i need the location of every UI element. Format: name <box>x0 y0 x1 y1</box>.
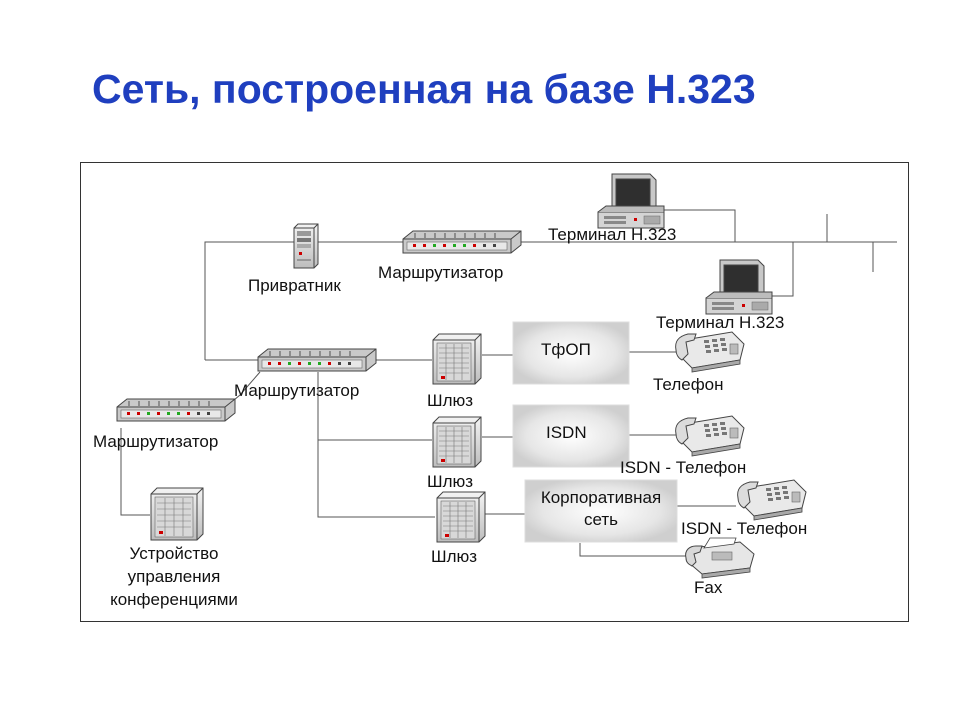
cloud-isdn-label: ISDN <box>546 423 587 442</box>
fax-label: Fax <box>694 578 723 597</box>
cloud-corporate-label-line-2: сеть <box>583 510 619 529</box>
diagram-frame <box>80 162 909 622</box>
gateway-2-label: Шлюз <box>427 472 474 491</box>
cloud-corporate <box>524 479 678 543</box>
fax-icon <box>685 537 755 579</box>
mcu-label: Устройство управления конференциями <box>94 542 254 611</box>
cloud-corporate-label-line-1: Корпоративная <box>540 488 662 507</box>
cloud-corporate-label: Корпоративная сеть <box>525 487 677 531</box>
router-top-label: Маршрутизатор <box>378 263 504 282</box>
gateway-3-label: Шлюз <box>431 547 478 566</box>
isdn-phone-1-label: ISDN - Телефон <box>620 458 747 477</box>
mcu-label-line-1: Устройство <box>129 544 219 563</box>
terminal-1-label: Терминал H.323 <box>548 225 677 244</box>
cloud-pstn-label: ТфОП <box>541 340 591 359</box>
slide-title: Сеть, построенная на базе H.323 <box>92 66 756 112</box>
gatekeeper-label: Привратник <box>248 276 341 295</box>
router-left-label: Маршрутизатор <box>93 432 219 451</box>
isdn-phone-2-label: ISDN - Телефон <box>681 519 808 538</box>
router-mid-label: Маршрутизатор <box>234 381 360 400</box>
cloud-isdn <box>512 404 630 468</box>
mcu-label-line-3: конференциями <box>110 590 238 609</box>
gateway-1-label: Шлюз <box>427 391 474 410</box>
gatekeeper-icon <box>293 223 319 269</box>
phone-label: Телефон <box>653 375 724 394</box>
cloud-pstn <box>512 321 630 385</box>
terminal-2-label: Терминал H.323 <box>656 313 785 332</box>
mcu-label-line-2: управления <box>127 567 221 586</box>
mcu-icon <box>150 487 204 541</box>
